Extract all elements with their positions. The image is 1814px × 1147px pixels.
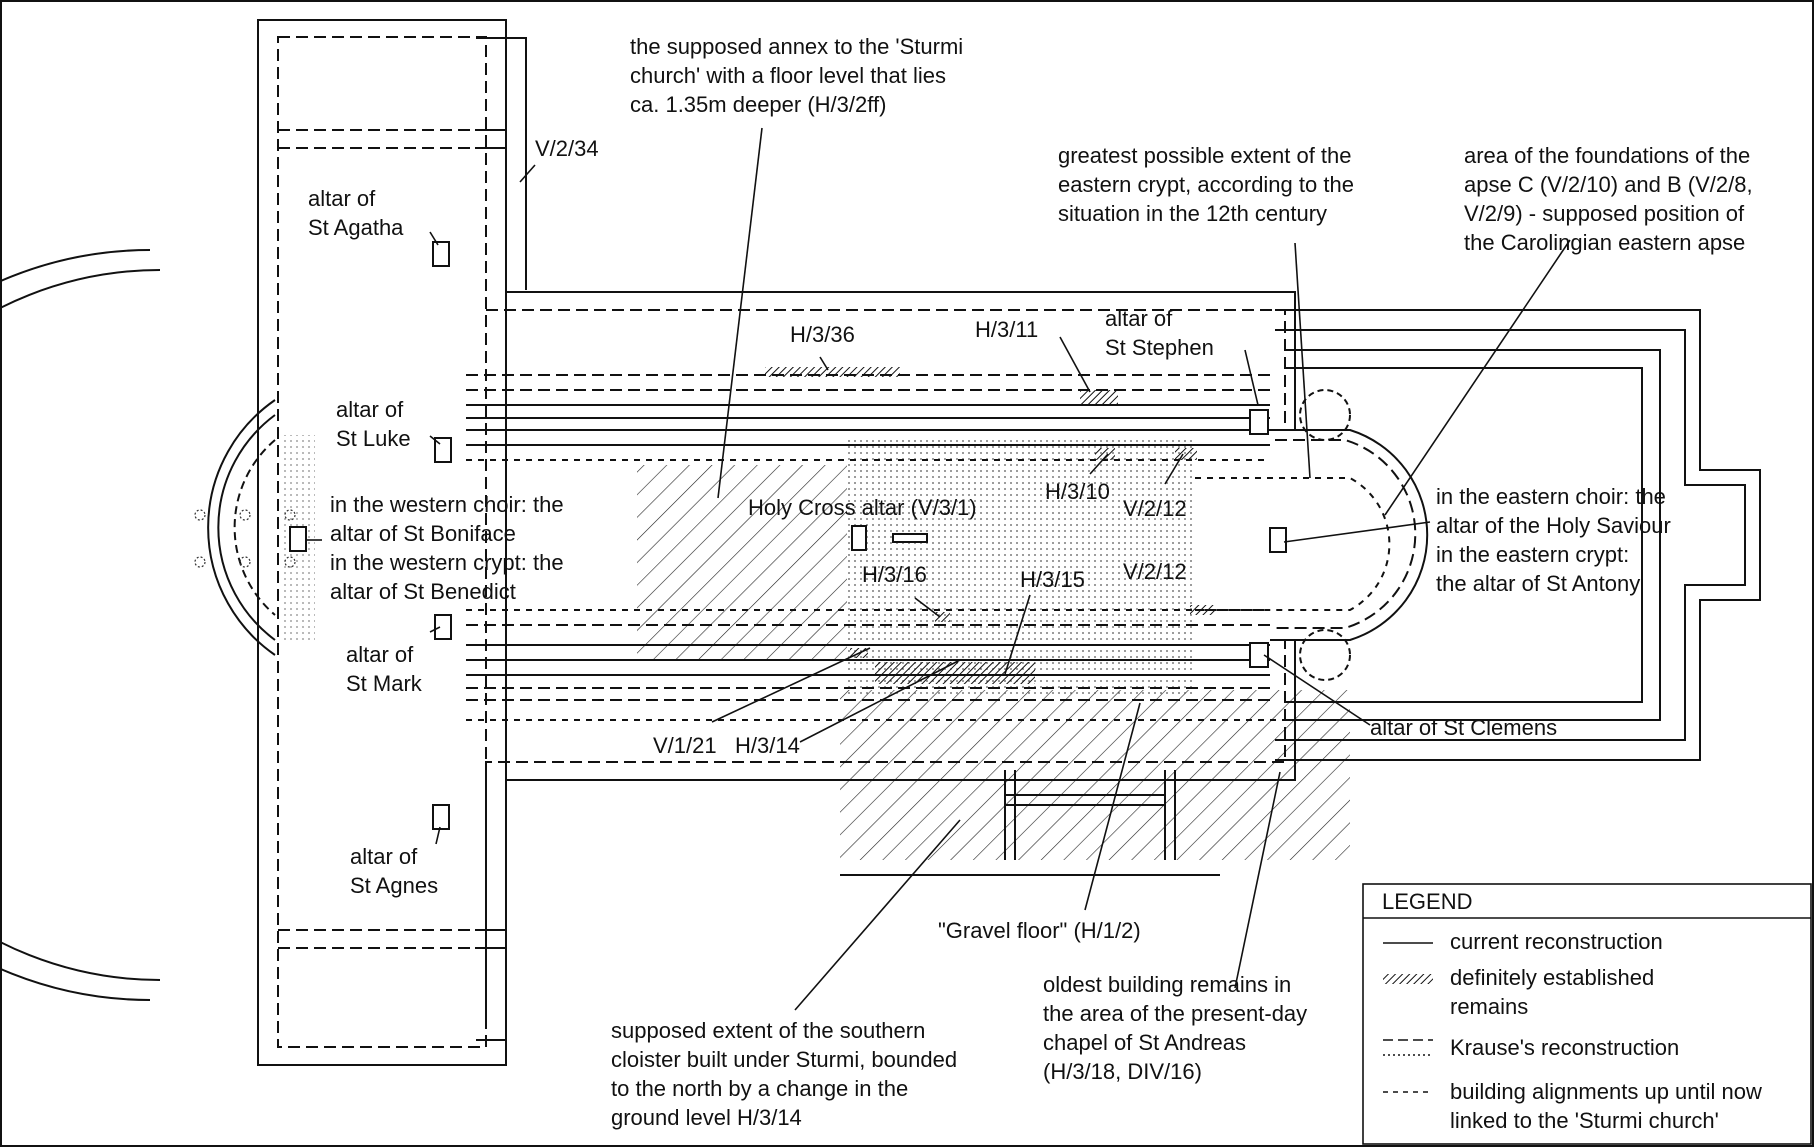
legend-established: definitely established remains <box>1450 965 1655 1019</box>
label-h3-10: H/3/10 <box>1045 479 1110 504</box>
label-altar-clemens: altar of St Clemens <box>1370 715 1558 740</box>
holy-cross-slab <box>892 533 928 543</box>
leader-lines <box>307 127 1571 1011</box>
western-apse <box>0 249 276 1001</box>
label-annex: the supposed annex to the 'Sturmi church… <box>630 34 964 117</box>
altar-agatha-marker <box>432 241 450 267</box>
label-altar-luke: altar of St Luke <box>336 397 411 451</box>
stippled-area <box>845 440 1195 695</box>
altar-stephen-marker <box>1249 409 1269 435</box>
southern-cloister <box>840 770 1220 876</box>
crypt-columns <box>194 509 296 568</box>
label-h3-36: H/3/36 <box>790 322 855 347</box>
label-v2-12a: V/2/12 <box>1123 496 1187 521</box>
label-apse-foundations: area of the foundations of the apse C (V… <box>1464 143 1753 255</box>
label-gravel-floor: "Gravel floor" (H/1/2) <box>938 918 1141 943</box>
legend-title: LEGEND <box>1382 889 1473 914</box>
label-altar-mark: altar of St Mark <box>346 642 422 696</box>
label-h3-14: H/3/14 <box>735 733 800 758</box>
label-v2-34: V/2/34 <box>535 136 599 161</box>
label-holy-cross: Holy Cross altar (V/3/1) <box>748 495 977 520</box>
holy-cross-marker <box>851 525 867 551</box>
label-altar-agnes: altar of St Agnes <box>350 844 439 898</box>
eastern-choir <box>1195 309 1761 761</box>
altar-boniface-marker <box>289 526 307 552</box>
transept-walls <box>257 19 507 1066</box>
altar-markers <box>289 241 1287 830</box>
nave-walls <box>466 37 1296 1041</box>
altar-agnes-marker <box>432 804 450 830</box>
label-h3-16: H/3/16 <box>862 562 927 587</box>
label-h3-11: H/3/11 <box>975 317 1039 342</box>
legend-box <box>1362 883 1812 1145</box>
altar-saviour-marker <box>1269 527 1287 553</box>
legend-swatch-established <box>1383 974 1433 984</box>
label-v1-21: V/1/21 <box>653 733 717 758</box>
label-h3-15: H/3/15 <box>1020 567 1085 592</box>
label-cloister: supposed extent of the southern cloister… <box>611 1018 958 1130</box>
label-v2-12b: V/2/12 <box>1123 559 1187 584</box>
label-oldest-remains: oldest building remains in the area of t… <box>1043 972 1308 1084</box>
legend-current: current reconstruction <box>1450 929 1663 954</box>
altar-mark-marker <box>434 614 452 640</box>
legend-alignments: building alignments up until now linked … <box>1450 1079 1762 1133</box>
annex-hatched-area <box>637 465 1350 860</box>
label-eastern-choir: in the eastern choir: the altar of the H… <box>1436 484 1671 596</box>
legend-krause: Krause's reconstruction <box>1450 1035 1680 1060</box>
label-altar-stephen: altar of St Stephen <box>1105 306 1214 360</box>
altar-clemens-marker <box>1249 642 1269 668</box>
label-greatest-extent: greatest possible extent of the eastern … <box>1058 143 1354 226</box>
label-altar-agatha: altar of St Agatha <box>308 186 404 240</box>
label-altar-boniface: in the western choir: the altar of St Bo… <box>330 492 564 604</box>
